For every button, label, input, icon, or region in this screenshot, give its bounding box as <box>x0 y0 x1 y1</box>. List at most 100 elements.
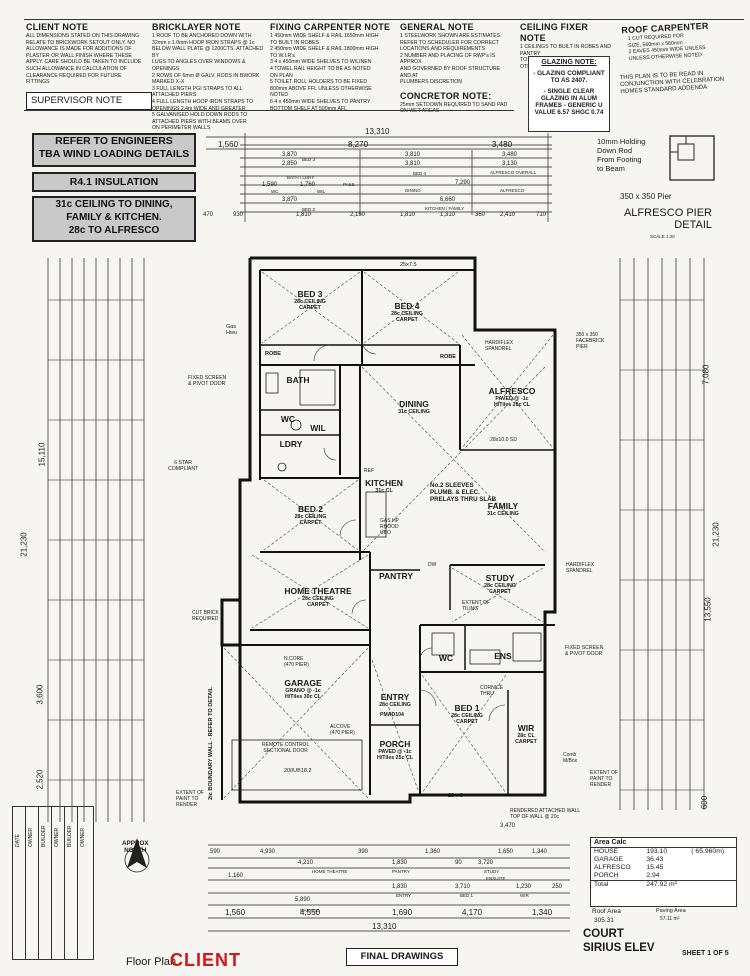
area-row-name: GARAGE <box>594 856 624 863</box>
strip-label: OWNER <box>54 827 60 847</box>
top-dim-r5g: 2,410 <box>500 212 516 218</box>
header-rule <box>24 19 744 20</box>
top-lbl-kitchen-family: KITCHEN / FAMILY <box>425 206 465 211</box>
bottom-dim-a5: 1,830 <box>392 860 408 866</box>
room-wil: WIL <box>310 423 326 433</box>
glazing-compliance: - GLAZING COMPLIANT TO AS 2407. <box>533 70 605 84</box>
top-lbl-bed2: BED 2 <box>302 207 316 212</box>
bottom-lbl-pantry: PANTRY <box>392 869 410 874</box>
top-dim-r5h: 710 <box>536 212 547 218</box>
bottom-dim-a6: 90 <box>455 860 462 866</box>
room-home-theatre-ceiling: 28c CEILING CARPET <box>302 596 334 608</box>
cornice-label: CORNICE THRU <box>480 685 504 697</box>
client-note-body: ALL DIMENSIONS STATED ON THIS DRAWING RE… <box>26 33 142 86</box>
bottom-dim-a3: 390 <box>358 849 369 855</box>
bottom-lbl-ensuite: ENSUITE <box>486 876 506 881</box>
room-bed1-ceiling: 28c CEILING CARPET <box>451 713 483 725</box>
top-lbl-wc: WC <box>271 189 279 194</box>
area-row-value: 15.45 <box>646 864 664 871</box>
top-lbl-bed4: BED 4 <box>413 171 427 176</box>
top-dim-r2c: 3,130 <box>502 161 518 167</box>
room-alfresco-ceiling: PAVED @ -1c H/Tiles 28c CL <box>493 396 531 408</box>
ceiling-fixer-note-title: CEILING FIXER NOTE <box>520 22 589 43</box>
top-dim-overall: 13,310 <box>365 127 390 136</box>
ceiling-stamp: 31c CEILING TO DINING, FAMILY & KITCHEN.… <box>32 196 196 242</box>
top-lbl-bed3: BED 3 <box>302 157 316 162</box>
room-bed1-name: BED 1 <box>454 703 480 713</box>
extent-tiling-label: EXTENT OF TILING <box>462 600 490 612</box>
bottom-dim-a9: 1,650 <box>498 849 514 855</box>
room-home-theatre-name: HOME THEATRE <box>284 586 352 596</box>
concretor-note-body: 25mm SETDOWN REQUIRED TO SAND PAD ON WET… <box>400 101 508 115</box>
room-porch-ceiling: PAVED @ -1c H/Tiles 25c CL <box>376 749 414 761</box>
strip-label: BUILDER <box>41 825 47 847</box>
room-bed2-name: BED 2 <box>297 504 324 514</box>
room-garage-name: GARAGE <box>284 678 322 688</box>
top-dim-r4b: 6,660 <box>440 197 456 203</box>
general-note: GENERAL NOTE 1 STEELWORK SHOWN ARE ESTIM… <box>400 22 512 115</box>
top-dim-r5b: 1,810 <box>296 212 312 218</box>
bottom-lbl-wir: WIR <box>520 893 529 898</box>
fixing-carpenter-note: FIXING CARPENTER NOTE 1 450mm WIDE SHELF… <box>270 22 394 112</box>
garage-beam-label: 200UB18.2 <box>284 768 312 774</box>
boundary-wall-label: 2ic BOUNDARY WALL - REFER TO DETAIL <box>208 686 214 800</box>
top-dim-r1: 3,870 <box>282 152 298 158</box>
top-dim-r1b: 3,810 <box>405 152 421 158</box>
top-dim-r4: 3,870 <box>282 197 298 203</box>
ref-label: REF <box>364 468 374 474</box>
engineers-stamp: REFER TO ENGINEERS TBA WIND LOADING DETA… <box>32 133 196 167</box>
area-row-value: 247.92 m² <box>646 881 677 888</box>
glazing-spec: - SINGLE CLEAR GLAZING IN ALUM FRAMES - … <box>534 88 604 116</box>
room-bed4-ceiling: 28c CEILING CARPET <box>391 311 423 323</box>
top-dim-2: 8,270 <box>348 140 369 149</box>
bottom-dim-a7: 3,720 <box>478 860 494 866</box>
top-lbl-alfresco-overall: ALFRESCO OVERALL <box>490 170 537 175</box>
remote-door-label: REMOTE CONTROL SECTIONAL DOOR <box>262 742 310 754</box>
room-porch-name: PORCH <box>379 739 411 749</box>
bricklayer-note-body: 1 ROOF TO BE ANCHORED DOWN WITH 32mm x 1… <box>152 33 264 132</box>
bottom-dim-b1: 1,160 <box>228 873 244 879</box>
bottom-dim-b2: 5,890 <box>295 897 311 903</box>
top-dim-r5e: 1,310 <box>440 212 456 218</box>
top-lbl-bath: BATH / LDRY <box>287 175 315 180</box>
top-lbl-wil: WIL <box>317 189 326 194</box>
pier-detail-drawing <box>669 135 715 181</box>
general-note-body: 1 STEELWORK SHOWN ARE ESTIMATES. REFER T… <box>400 33 502 86</box>
area-calc-title: Area Calc <box>591 838 736 848</box>
bottom-dim-c2: 4,550 <box>300 908 321 917</box>
strip-label: BUILDER <box>67 825 73 847</box>
bottom-dim-c4: 4,170 <box>462 908 483 917</box>
paving-area-label: Paving Area <box>656 908 686 914</box>
room-dining-name: DINING <box>399 399 429 409</box>
area-row-value: 36.43 <box>646 856 664 863</box>
room-garage-ceiling: GRANO @ -1c H/Tiles 30c CL <box>284 688 322 700</box>
top-dim-r5d: 1,810 <box>400 212 416 218</box>
meter-box-label: Comb M/Box <box>563 752 578 764</box>
bottom-dim-c3: 1,690 <box>392 908 413 917</box>
top-dim-r1c: 3,480 <box>502 152 518 158</box>
top-dim-r5: 470 <box>203 212 214 218</box>
n-core-label: N.CORE (470 PIER) <box>284 656 309 668</box>
area-row-name: PORCH <box>594 872 619 879</box>
room-kitchen-ceiling: 31c CL <box>375 488 393 494</box>
bottom-dim-b6: 250 <box>552 884 563 890</box>
room-study-ceiling: 28c CEILING CARPET <box>484 583 516 595</box>
alcove-label: ALCOVE (470 PIER) <box>330 724 355 736</box>
room-entry-ceiling: 28c CEILING <box>379 702 411 708</box>
sleeves-note: No.2 SLEEVES PLUMB. & ELEC. PRELAYS THRU… <box>430 482 497 503</box>
concretor-note-title: CONCRETOR NOTE: <box>400 90 492 101</box>
strip-label: OWNER <box>28 827 34 847</box>
client-note: CLIENT NOTE ALL DIMENSIONS STATED ON THI… <box>26 22 144 86</box>
dw-label: DW <box>428 562 437 568</box>
area-row-extra: ( 65.960m) <box>691 848 725 855</box>
eave-size-label: 25x7.5 <box>400 262 417 268</box>
hardiflex-spandrel-label: HARDIFLEX SPANDREL <box>485 340 514 352</box>
bricklayer-note-title: BRICKLAYER NOTE <box>152 22 241 32</box>
